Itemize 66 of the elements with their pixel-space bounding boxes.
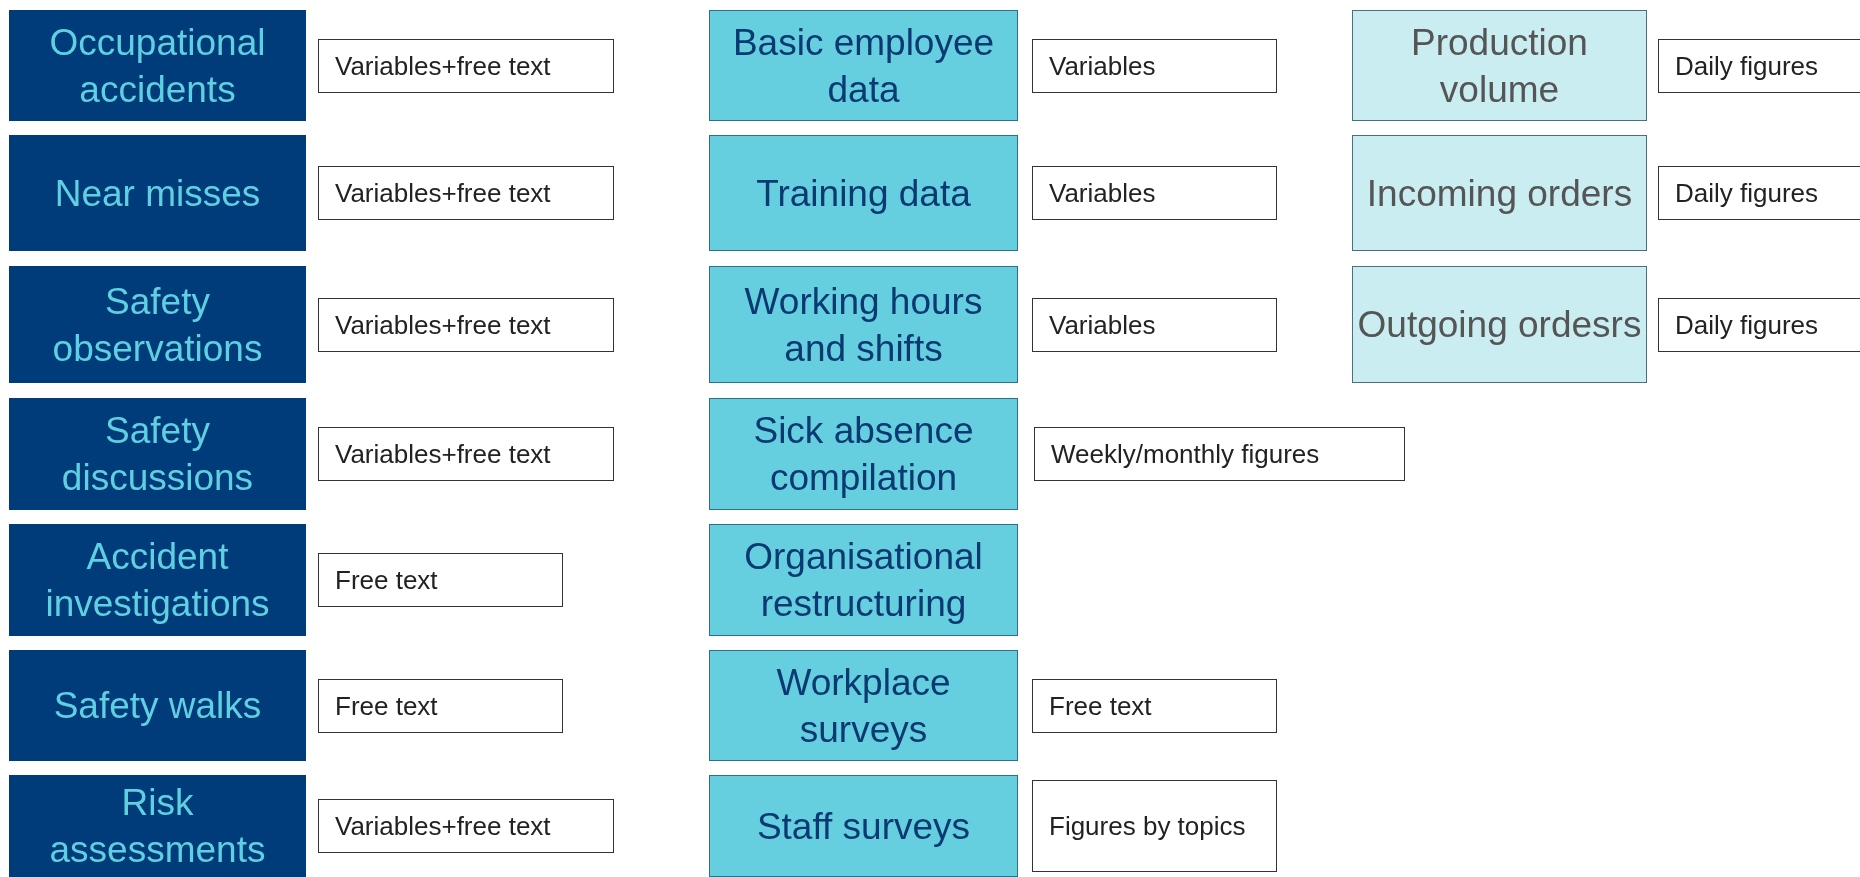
data-type-box xyxy=(318,678,563,733)
category-box xyxy=(1352,135,1647,251)
box-label: Weekly/monthly figures xyxy=(1051,438,1320,471)
category-box xyxy=(9,266,306,383)
box-label: Outgoing ordesrs xyxy=(1357,303,1642,347)
box-label: Safety walks xyxy=(53,684,262,728)
box-label: Variables+free text xyxy=(335,177,551,210)
data-type-box xyxy=(1032,38,1277,93)
box-label: Daily figures xyxy=(1675,49,1819,83)
box-label: Variables+free text xyxy=(335,308,551,342)
category-box xyxy=(9,10,306,121)
data-type-box xyxy=(1034,427,1405,481)
category-box xyxy=(709,775,1018,877)
box-label: Organisational restructuring xyxy=(743,535,984,626)
category-box xyxy=(9,135,306,251)
box-label: Accident investigations xyxy=(44,535,271,626)
box-label: Production volume xyxy=(1410,20,1589,112)
category-box xyxy=(709,650,1018,761)
category-box xyxy=(709,10,1018,121)
box-label: Free text xyxy=(335,689,438,723)
box-label: Risk assessments xyxy=(48,781,267,872)
data-type-box xyxy=(318,166,614,220)
box-label: Incoming orders xyxy=(1366,171,1633,216)
category-box xyxy=(9,775,306,877)
category-box xyxy=(709,524,1018,636)
category-box xyxy=(1352,10,1647,121)
category-box xyxy=(9,398,306,510)
data-type-box xyxy=(1032,297,1277,352)
box-label: Near misses xyxy=(54,171,261,216)
category-box xyxy=(709,135,1018,251)
box-label: Variables xyxy=(1049,308,1156,342)
box-label: Variables xyxy=(1049,177,1156,210)
data-type-box xyxy=(1658,297,1860,352)
box-label: Safety observations xyxy=(51,279,264,371)
box-label: Sick absence compilation xyxy=(752,409,975,500)
box-label: Variables+free text xyxy=(335,49,551,83)
data-type-box xyxy=(1032,678,1277,733)
box-label: Free text xyxy=(1049,689,1152,723)
data-type-box xyxy=(1032,780,1277,872)
box-label: Occupational accidents xyxy=(48,20,267,112)
data-type-box xyxy=(318,297,614,352)
data-type-box xyxy=(318,799,614,853)
data-type-box xyxy=(318,553,563,607)
data-type-box xyxy=(318,38,614,93)
box-label: Workplace surveys xyxy=(775,660,952,752)
box-label: Variables xyxy=(1049,49,1156,83)
box-label: Safety discussions xyxy=(60,409,255,500)
data-type-box xyxy=(1032,166,1277,220)
box-label: Figures by topics xyxy=(1049,810,1246,843)
category-box xyxy=(9,650,306,761)
box-label: Training data xyxy=(756,171,971,216)
box-label: Working hours and shifts xyxy=(743,279,984,371)
box-label: Variables+free text xyxy=(335,438,551,471)
box-label: Daily figures xyxy=(1675,308,1819,342)
data-type-box xyxy=(1658,166,1860,220)
box-label: Free text xyxy=(335,564,438,597)
category-box xyxy=(709,266,1018,383)
box-label: Staff surveys xyxy=(756,804,971,849)
category-box xyxy=(1352,266,1647,383)
data-type-box xyxy=(1658,38,1860,93)
category-box xyxy=(709,398,1018,510)
box-label: Variables+free text xyxy=(335,810,551,843)
box-label: Daily figures xyxy=(1675,177,1819,210)
category-box xyxy=(9,524,306,636)
box-label: Basic employee data xyxy=(731,20,996,112)
data-type-box xyxy=(318,427,614,481)
